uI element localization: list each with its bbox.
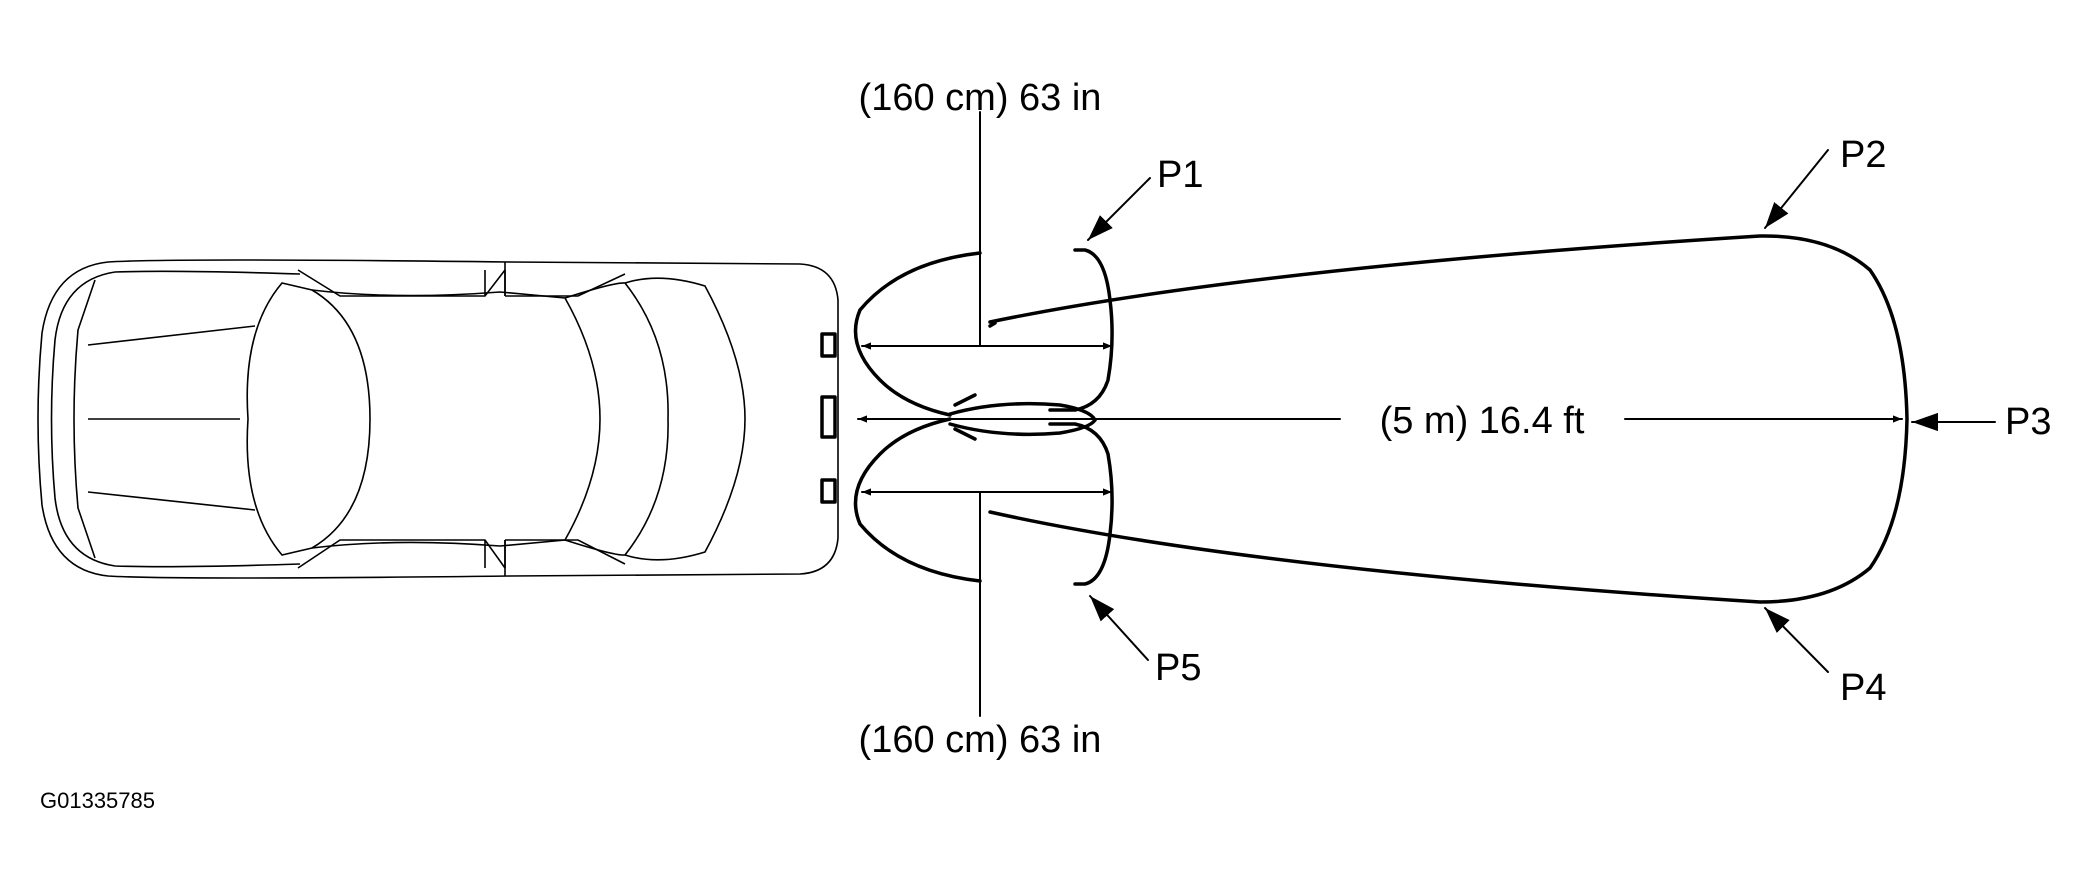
p1-pointer: [1087, 177, 1151, 241]
p5-pointer: [1089, 595, 1149, 661]
rear-sensors: [820, 332, 837, 504]
lower-lobe-front: [1048, 422, 1114, 586]
center-detection-zone: [988, 234, 1909, 604]
length-dimension-label: (5 m) 16.4 ft: [1380, 400, 1585, 442]
car-rear-window: [564, 282, 669, 556]
car-trunk-edge: [624, 277, 746, 561]
p2-pointer: [1764, 149, 1829, 229]
car-top-view: [37, 259, 839, 579]
p1-label: P1: [1157, 154, 1203, 196]
p5-label: P5: [1155, 647, 1201, 689]
car-roof: [311, 289, 601, 549]
car-windows-bottom: [297, 539, 626, 569]
car-body-outline: [37, 259, 839, 579]
center-zone-inner-bottom: [948, 418, 1097, 437]
sensor-bottom: [820, 478, 837, 504]
car-hood-lines: [87, 325, 256, 511]
p3-label: P3: [2005, 401, 2051, 443]
center-zone-inner-top: [948, 401, 1097, 422]
top-dimension-label: (160 cm) 63 in: [859, 77, 1102, 119]
figure-code: G01335785: [40, 788, 155, 813]
sensor-middle: [820, 395, 837, 439]
dimensions: [857, 111, 1903, 717]
p2-label: P2: [1840, 134, 1886, 176]
p4-label: P4: [1840, 667, 1886, 709]
car-windshield: [246, 282, 371, 556]
car-windows-top: [297, 269, 626, 297]
sensor-top: [820, 332, 837, 358]
car-hood: [73, 279, 96, 559]
callouts: [1087, 149, 1996, 673]
upper-lobe-front: [1048, 248, 1114, 412]
lower-detection-lobe: [853, 417, 982, 583]
lower-lobe-dash: [953, 427, 977, 441]
upper-lobe-dash: [953, 321, 997, 407]
bottom-dimension-label: (160 cm) 63 in: [859, 719, 1102, 761]
upper-detection-lobe: [853, 251, 982, 417]
p4-pointer: [1764, 607, 1829, 673]
car-inner-outline: [50, 270, 301, 568]
